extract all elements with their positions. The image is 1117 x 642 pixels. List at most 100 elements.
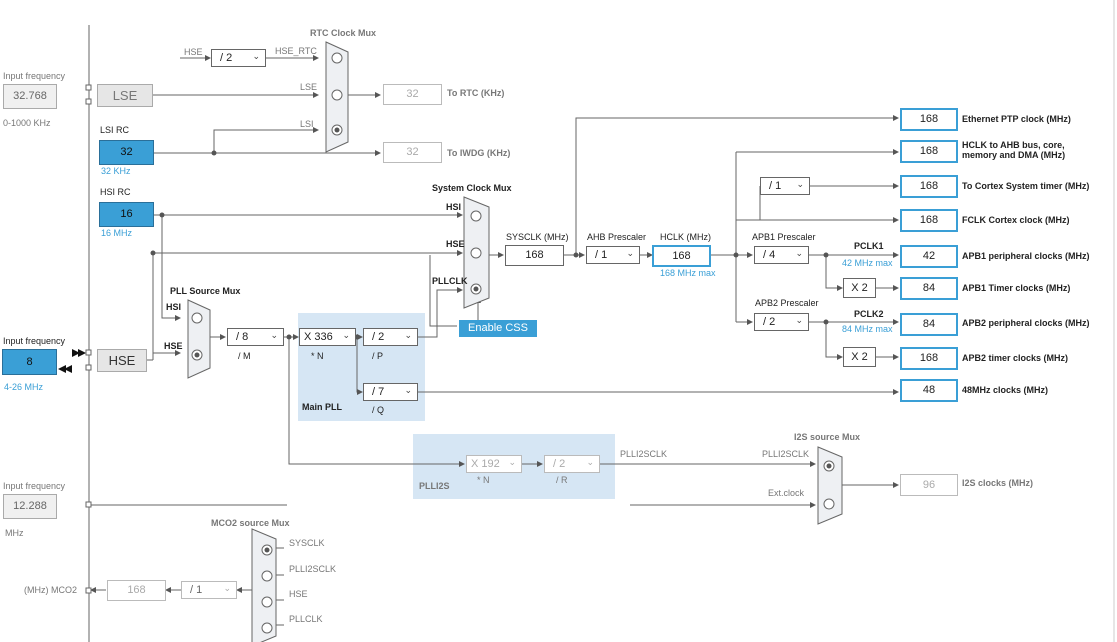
pll-p-label: / P bbox=[372, 351, 384, 361]
pll-source-mux-title: PLL Source Mux bbox=[170, 286, 241, 296]
apb1-peripheral-label: APB1 peripheral clocks (MHz) bbox=[962, 251, 1090, 261]
sysmux-pllclk-label: PLLCLK bbox=[432, 276, 468, 286]
pll-m-label: / M bbox=[238, 351, 251, 361]
pclk2-label: PCLK2 bbox=[854, 309, 884, 319]
pclk1-max-label: 42 MHz max bbox=[842, 258, 893, 268]
fclk-cortex-value[interactable]: 168 bbox=[900, 209, 958, 232]
pll-n-multiplier-select[interactable]: X 336⌄ bbox=[299, 328, 356, 346]
apb2-prescaler-label: APB2 Prescaler bbox=[755, 298, 819, 308]
rtc-hse-rtc-label: HSE_RTC bbox=[275, 46, 317, 56]
cortex-timer-divider-select[interactable]: / 1⌄ bbox=[760, 177, 810, 195]
plli2s-title: PLLI2S bbox=[419, 481, 450, 491]
sysclk-value: 168 bbox=[505, 245, 564, 266]
i2s-ext-clock-label: Ext.clock bbox=[768, 488, 805, 498]
pclk1-label: PCLK1 bbox=[854, 241, 884, 251]
pll-m-divider-select[interactable]: / 8⌄ bbox=[227, 328, 284, 346]
apb2-peripheral-value[interactable]: 84 bbox=[900, 313, 958, 336]
hsi-rc-label: HSI RC bbox=[100, 187, 131, 197]
apb1-timer-value[interactable]: 84 bbox=[900, 277, 958, 300]
enable-css-button[interactable]: Enable CSS bbox=[459, 320, 537, 337]
chevron-down-icon: ⌄ bbox=[508, 457, 516, 467]
plli2s-r-divider-select[interactable]: / 2⌄ bbox=[544, 455, 600, 473]
hse-input-frequency-label: Input frequency bbox=[3, 336, 66, 346]
mco2-hse-label: HSE bbox=[289, 589, 308, 599]
mco2-pllclk-label: PLLCLK bbox=[289, 614, 323, 624]
system-clock-mux-title: System Clock Mux bbox=[432, 183, 512, 193]
pll-mux-hse-label: HSE bbox=[164, 341, 183, 351]
sysmux-hsi-label: HSI bbox=[446, 202, 462, 212]
mco2-divider-select[interactable]: / 1⌄ bbox=[181, 581, 237, 599]
hse-input-field[interactable]: 8 bbox=[2, 349, 57, 375]
apb2-prescaler-select[interactable]: / 2⌄ bbox=[754, 313, 809, 331]
i2s-ext-input-field[interactable]: 12.288 bbox=[3, 494, 57, 519]
ethernet-ptp-clock-value[interactable]: 168 bbox=[900, 108, 958, 131]
rtc-output-label: To RTC (KHz) bbox=[447, 88, 505, 98]
hclk-ahb-label: HCLK to AHB bus, core, memory and DMA (M… bbox=[962, 140, 1066, 160]
hclk-input-field[interactable]: 168 bbox=[652, 245, 711, 267]
chevron-down-icon: ⌄ bbox=[796, 179, 804, 189]
ahb-prescaler-label: AHB Prescaler bbox=[587, 232, 647, 242]
lse-input-field[interactable]: 32.768 bbox=[3, 84, 57, 109]
chevron-down-icon: ⌄ bbox=[223, 583, 231, 593]
rtc-hse-divider-select[interactable]: / 2⌄ bbox=[211, 49, 266, 67]
apb2-timer-value[interactable]: 168 bbox=[900, 347, 958, 370]
cortex-system-timer-label: To Cortex System timer (MHz) bbox=[962, 181, 1090, 191]
lse-input-frequency-label: Input frequency bbox=[3, 71, 66, 81]
ethernet-ptp-clock-label: Ethernet PTP clock (MHz) bbox=[962, 114, 1071, 124]
mco2-output-label: (MHz) MCO2 bbox=[24, 585, 77, 595]
apb1-timer-label: APB1 Timer clocks (MHz) bbox=[962, 283, 1071, 293]
plli2s-r-label: / R bbox=[556, 475, 568, 485]
chevron-down-icon: ⌄ bbox=[626, 248, 634, 258]
apb2-timer-multiplier: X 2 bbox=[843, 347, 876, 367]
apb1-prescaler-label: APB1 Prescaler bbox=[752, 232, 816, 242]
apb2-peripheral-label: APB2 peripheral clocks (MHz) bbox=[962, 318, 1090, 328]
chevron-down-icon: ⌄ bbox=[404, 385, 412, 395]
hclk-max-label: 168 MHz max bbox=[660, 268, 716, 278]
ahb-prescaler-select[interactable]: / 1⌄ bbox=[586, 246, 640, 264]
rtc-lse-label: LSE bbox=[300, 82, 318, 92]
chevron-down-icon: ⌄ bbox=[252, 51, 260, 61]
pll-p-divider-select[interactable]: / 2⌄ bbox=[363, 328, 418, 346]
hsi-rc-value: 16 bbox=[99, 202, 154, 227]
main-pll-title: Main PLL bbox=[302, 402, 342, 412]
i2s-plli2sclk-label: PLLI2SCLK bbox=[762, 449, 810, 459]
cortex-system-timer-value[interactable]: 168 bbox=[900, 175, 958, 198]
hclk-label: HCLK (MHz) bbox=[660, 232, 711, 242]
plli2sclk-out-label: PLLI2SCLK bbox=[620, 449, 668, 459]
plli2s-n-multiplier-select[interactable]: X 192⌄ bbox=[466, 455, 522, 473]
pll-n-label: * N bbox=[311, 351, 324, 361]
sysclk-label: SYSCLK (MHz) bbox=[506, 232, 569, 242]
apb2-timer-label: APB2 timer clocks (MHz) bbox=[962, 353, 1069, 363]
rtc-mux-title: RTC Clock Mux bbox=[310, 28, 377, 38]
apb1-timer-multiplier: X 2 bbox=[843, 278, 876, 298]
48mhz-clock-value[interactable]: 48 bbox=[900, 379, 958, 402]
i2s-ext-unit-label: MHz bbox=[5, 528, 24, 538]
mco2-output-value: 168 bbox=[107, 580, 166, 601]
sysmux-hse-label: HSE bbox=[446, 239, 465, 249]
rtc-lsi-label: LSI bbox=[300, 119, 314, 129]
apb1-peripheral-value[interactable]: 42 bbox=[900, 245, 958, 268]
hsi-unit-label: 16 MHz bbox=[101, 228, 133, 238]
hclk-ahb-value[interactable]: 168 bbox=[900, 140, 958, 163]
lsi-unit-label: 32 KHz bbox=[101, 166, 131, 176]
chevron-down-icon: ⌄ bbox=[270, 330, 278, 340]
chevron-down-icon: ⌄ bbox=[795, 315, 803, 325]
plli2s-n-label: * N bbox=[477, 475, 490, 485]
pll-q-label: / Q bbox=[372, 405, 385, 415]
apb1-prescaler-select[interactable]: / 4⌄ bbox=[754, 246, 809, 264]
lsi-rc-value: 32 bbox=[99, 140, 154, 165]
fclk-cortex-label: FCLK Cortex clock (MHz) bbox=[962, 215, 1070, 225]
hse-block: HSE bbox=[97, 349, 147, 372]
pclk2-max-label: 84 MHz max bbox=[842, 324, 893, 334]
mco2-sysclk-label: SYSCLK bbox=[289, 538, 325, 548]
pll-q-divider-select[interactable]: / 7⌄ bbox=[363, 383, 418, 401]
i2s-source-mux-title: I2S source Mux bbox=[794, 432, 861, 442]
chevron-down-icon: ⌄ bbox=[404, 330, 412, 340]
i2s-clock-value: 96 bbox=[900, 474, 958, 496]
pll-mux-hsi-label: HSI bbox=[166, 302, 182, 312]
iwdg-output-value: 32 bbox=[383, 142, 442, 163]
rtc-output-value: 32 bbox=[383, 84, 442, 105]
hse-range-label: 4-26 MHz bbox=[4, 382, 44, 392]
lse-block: LSE bbox=[97, 84, 153, 107]
